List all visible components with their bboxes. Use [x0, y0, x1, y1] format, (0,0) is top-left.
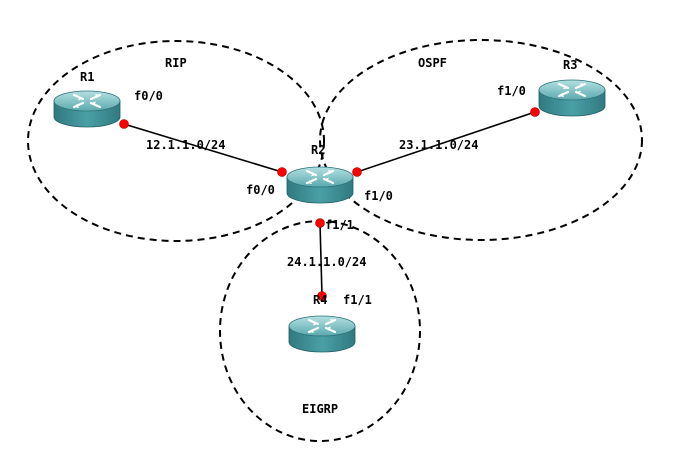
interface-label-r3-f10: f1/0 — [497, 84, 526, 98]
interface-label-r2-f00: f0/0 — [246, 183, 275, 197]
port-r4-f11[interactable] — [317, 291, 327, 301]
link-r2-r3[interactable] — [356, 111, 536, 173]
port-r3-f10[interactable] — [530, 107, 540, 117]
interface-label-r1-f00: f0/0 — [134, 89, 163, 103]
area-label-ospf: OSPF — [418, 56, 447, 70]
port-r2-f10[interactable] — [352, 167, 362, 177]
router-r4-icon[interactable] — [287, 314, 357, 354]
router-name-r1: R1 — [80, 70, 94, 84]
rip-area-boundary — [27, 40, 325, 242]
port-r2-f00[interactable] — [277, 167, 287, 177]
router-r1-icon[interactable] — [52, 89, 122, 129]
network-label-r2-r4: 24.1.1.0/24 — [287, 255, 366, 269]
port-r2-f11[interactable] — [315, 218, 325, 228]
interface-label-r2-f10: f1/0 — [364, 189, 393, 203]
port-r1-f00[interactable] — [119, 119, 129, 129]
area-label-rip: RIP — [165, 56, 187, 70]
router-r3-icon[interactable] — [537, 78, 607, 118]
network-label-r1-r2: 12.1.1.0/24 — [146, 138, 225, 152]
router-name-r3: R3 — [563, 58, 577, 72]
interface-label-r2-f11: f1/1 — [325, 218, 354, 232]
router-name-r4: R4 — [313, 293, 327, 307]
interface-label-r4-f11: f1/1 — [343, 293, 372, 307]
link-r1-r2[interactable] — [123, 123, 283, 173]
network-label-r2-r3: 23.1.1.0/24 — [399, 138, 478, 152]
area-label-eigrp: EIGRP — [302, 402, 338, 416]
ospf-area-boundary — [319, 39, 643, 241]
router-name-r2: R2 — [311, 143, 325, 157]
link-r2-r4[interactable] — [319, 222, 323, 297]
router-r2-icon[interactable] — [285, 165, 355, 205]
